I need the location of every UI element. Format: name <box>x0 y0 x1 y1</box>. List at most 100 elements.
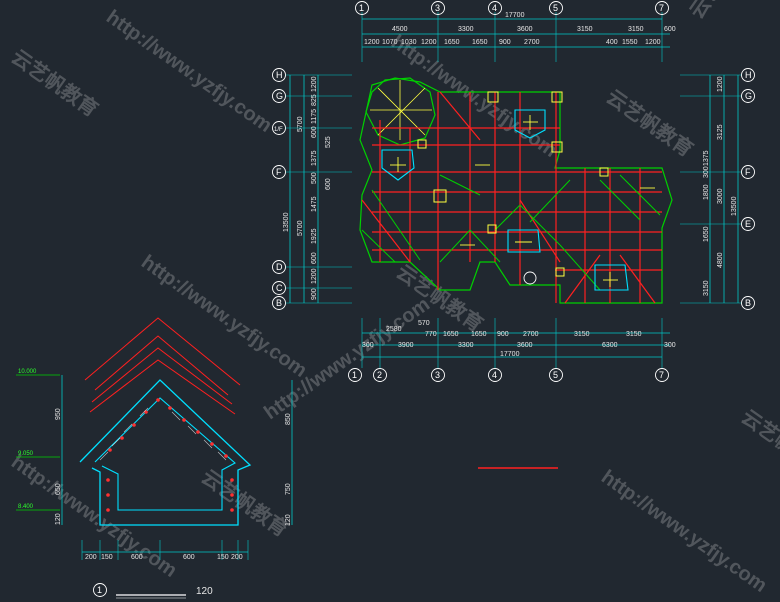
section-profile-inner <box>94 397 236 511</box>
dim-label: 200 <box>85 554 97 561</box>
dim-label: 525 <box>325 136 332 148</box>
dim-label: 1650 <box>472 39 488 46</box>
beam-grid <box>361 91 662 304</box>
dim-label: 1200 <box>311 76 318 92</box>
axis-label: B <box>745 298 751 308</box>
dim-label: 1200 <box>717 76 724 92</box>
dim-label: 1070 <box>382 39 398 46</box>
axis-bubble: 1 <box>348 368 362 382</box>
level-label: 8.400 <box>18 504 34 510</box>
dim-label: 3000 <box>717 188 724 204</box>
dim-label: 900 <box>499 39 511 46</box>
dim-label: 3900 <box>398 342 414 349</box>
section-profile-outer <box>79 379 252 526</box>
bottom-overall-dim: 17700 <box>500 351 520 358</box>
dim-label: 1650 <box>443 331 459 338</box>
dim-label: 1375 <box>311 150 318 166</box>
level-marker: 10.000 <box>16 369 60 376</box>
dim-label: 570 <box>418 320 430 327</box>
axis-bubble: 1/F <box>272 121 286 135</box>
dim-label: 300 <box>703 166 710 178</box>
axis-label: G <box>276 91 283 101</box>
roof-section-detail: 10.000 9.050 8.400 950 650 120 850 750 1… <box>16 317 293 599</box>
dim-label: 3150 <box>577 26 593 33</box>
dim-label: 150 <box>217 554 229 561</box>
axis-bubble: B <box>272 296 286 310</box>
dim-label: 1200 <box>645 39 661 46</box>
axis-label: G <box>745 91 752 101</box>
axis-bubble: F <box>272 165 286 179</box>
axis-label: 1 <box>359 3 364 13</box>
dim-label: 900 <box>311 288 318 300</box>
dim-label: 600 <box>664 26 676 33</box>
axis-bubble: 1 <box>93 583 107 597</box>
axis-bubble: 4 <box>488 368 502 382</box>
axis-bubble: 7 <box>655 368 669 382</box>
level-label: 9.050 <box>18 451 34 457</box>
dim-label: 600 <box>325 178 332 190</box>
top-overall-dim: 17700 <box>505 12 525 19</box>
dim-label: 3150 <box>626 331 642 338</box>
axis-label: 4 <box>492 3 497 13</box>
watermark-text: http://www.yzfjy.com <box>387 31 561 162</box>
right-overall-dim: 13500 <box>731 196 738 216</box>
watermark-text: 云艺帆教育 <box>7 44 103 121</box>
section-scale-label: 120 <box>196 586 213 597</box>
axis-label: H <box>745 70 752 80</box>
dim-label: 1925 <box>311 228 318 244</box>
dim-label: 120 <box>285 514 292 526</box>
dim-label: 1175 <box>311 109 318 124</box>
watermark-text: http://www.yzfjy.com <box>597 466 771 597</box>
axis-label: 3 <box>435 370 440 380</box>
dim-label: 300 <box>664 342 676 349</box>
dim-label: 1550 <box>622 39 638 46</box>
axis-bubble: 5 <box>549 368 563 382</box>
dormer-window <box>381 109 629 291</box>
axis-label: 1 <box>352 370 357 380</box>
axis-bubble: 3 <box>431 1 445 15</box>
axis-bubble: G <box>741 89 755 103</box>
watermark-text: 云艺帆教育 <box>197 464 293 541</box>
axis-bubble: G <box>272 89 286 103</box>
axis-label: H <box>276 70 283 80</box>
dim-label: 750 <box>285 483 292 495</box>
dim-label: 1800 <box>703 184 710 200</box>
axis-bubble: H <box>272 68 286 82</box>
dim-label: 4500 <box>392 26 408 33</box>
dim-label: 1375 <box>703 150 710 166</box>
level-label: 10.000 <box>18 369 37 375</box>
axis-label: 5 <box>553 3 558 13</box>
rebar-dots <box>106 398 234 512</box>
dim-label: 3300 <box>458 26 474 33</box>
axis-label: D <box>276 262 283 272</box>
dim-label: 2580 <box>386 326 402 333</box>
plan-right-dimensions: 1200 3125 1375 300 1800 3000 1650 4800 3… <box>680 68 755 310</box>
axis-label: 4 <box>492 370 497 380</box>
axis-label: 3 <box>435 3 440 13</box>
dim-label: 1200 <box>421 39 437 46</box>
dim-label: 4800 <box>717 252 724 268</box>
dim-label: 150 <box>101 554 113 561</box>
axis-bubble: E <box>741 217 755 231</box>
dim-label: 3150 <box>703 280 710 296</box>
axis-bubble: 1 <box>355 1 369 15</box>
plan-left-dimensions: 13500 5700 5700 1200 825 1175 600 525 13… <box>272 68 352 310</box>
dim-label: 5700 <box>297 220 304 236</box>
dim-label: 850 <box>285 413 292 425</box>
axis-bubble: F <box>741 165 755 179</box>
dim-label: 600 <box>131 554 143 561</box>
dim-label: 3300 <box>458 342 474 349</box>
dim-label: 1650 <box>703 226 710 242</box>
plan-bottom-dimensions: 2580 570 770 1650 1650 900 2700 3150 315… <box>348 318 676 382</box>
dim-label: 1030 <box>401 39 417 46</box>
dim-label: 3600 <box>517 26 533 33</box>
dim-label: 3150 <box>628 26 644 33</box>
dim-label: 1200 <box>364 39 380 46</box>
watermark-text: 云艺帆教育 <box>737 404 780 481</box>
dim-label: 770 <box>425 331 437 338</box>
axis-bubble: 4 <box>488 1 502 15</box>
dim-label: 200 <box>231 554 243 561</box>
dim-label: 600 <box>183 554 195 561</box>
dim-label: 3150 <box>574 331 590 338</box>
